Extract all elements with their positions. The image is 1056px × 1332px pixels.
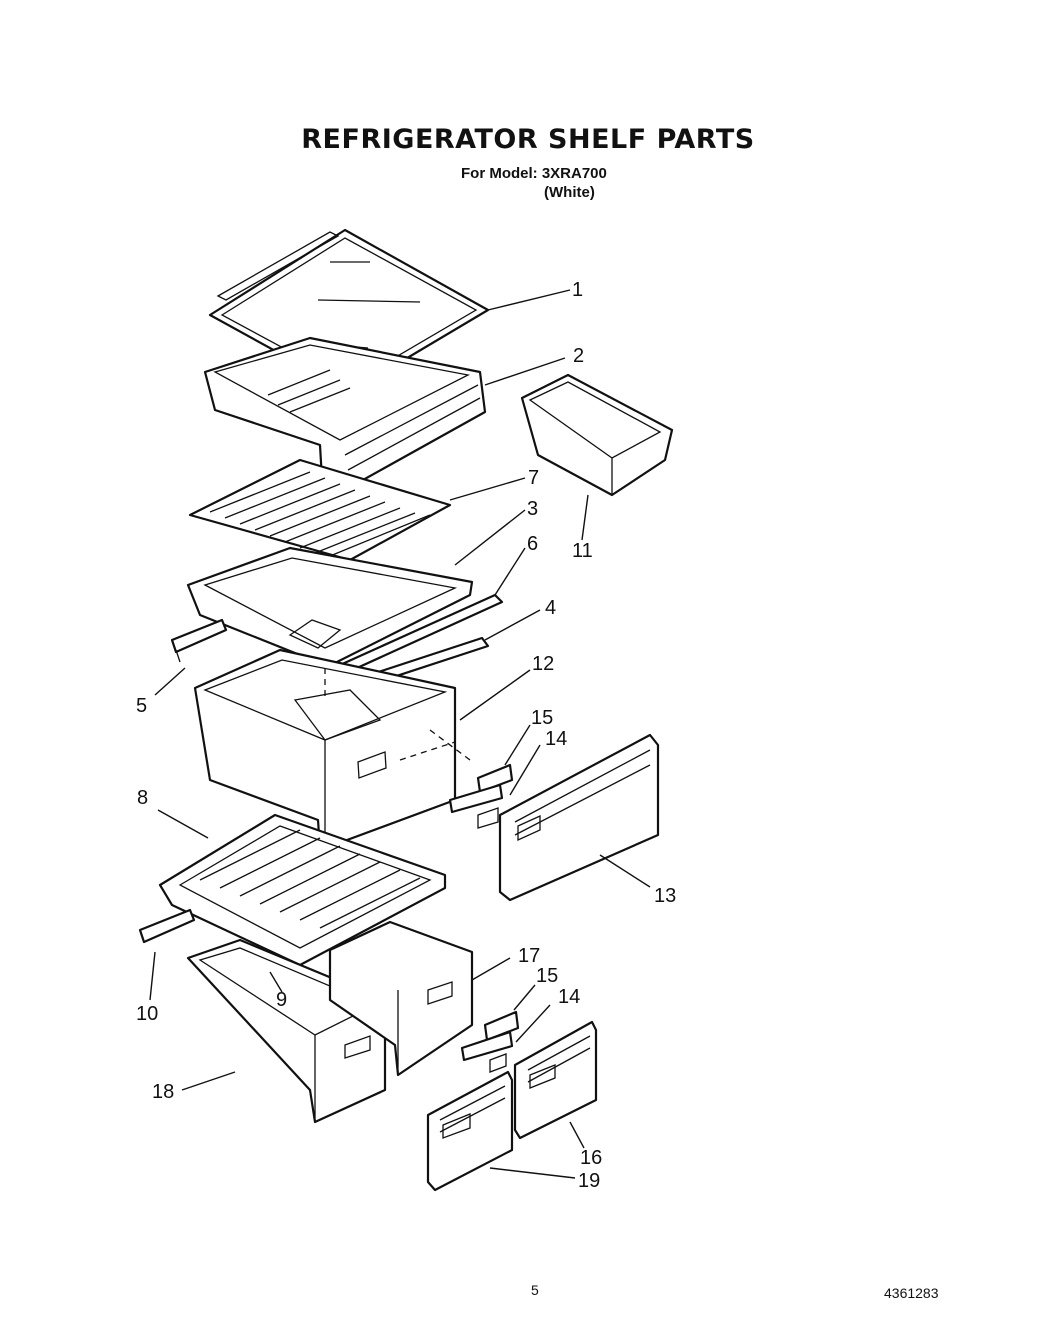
part-3-shelf-frame — [186, 546, 474, 670]
callout-11: 11 — [572, 540, 593, 562]
callout-7: 7 — [528, 467, 539, 489]
part-12-crisper-drawer — [193, 648, 457, 852]
part-15-slide-lower — [483, 1010, 520, 1042]
part-16-drawer-front — [513, 1020, 598, 1140]
page-number: 5 — [531, 1282, 539, 1298]
callout-14-upper: 14 — [545, 728, 567, 750]
part-14-slide-upper — [448, 783, 504, 829]
model-label: For Model: 3XRA700 — [461, 165, 607, 182]
callout-15-lower: 15 — [536, 965, 558, 987]
part-19-drawer-front — [426, 1070, 514, 1192]
callout-2: 2 — [573, 345, 584, 367]
part-17-lower-drawer — [328, 920, 474, 1077]
callout-18: 18 — [152, 1081, 174, 1103]
callout-5: 5 — [136, 695, 147, 717]
callout-19: 19 — [578, 1170, 600, 1192]
color-label: (White) — [544, 184, 595, 201]
part-11-dairy-bin — [520, 373, 674, 497]
callout-14-lower: 14 — [558, 986, 580, 1008]
callout-10: 10 — [136, 1003, 158, 1025]
callout-1: 1 — [572, 279, 583, 301]
part-8-lower-shelf — [158, 813, 447, 967]
callout-16: 16 — [580, 1147, 602, 1169]
document-number: 4361283 — [884, 1285, 939, 1301]
leader-lines — [149, 289, 651, 1179]
callout-6: 6 — [527, 533, 538, 555]
part-14-slide-lower — [460, 1030, 514, 1073]
part-2-crisper-cover — [203, 336, 487, 492]
callout-3: 3 — [527, 498, 538, 520]
page-title: REFRIGERATOR SHELF PARTS — [301, 124, 755, 155]
callout-13: 13 — [654, 885, 676, 907]
part-13-drawer-front — [498, 733, 660, 902]
part-15-slide-upper — [476, 763, 514, 794]
callout-15-upper: 15 — [531, 707, 553, 729]
part-10-slide-lower — [138, 908, 196, 944]
part-5-side-slide — [170, 618, 228, 663]
callout-8: 8 — [137, 787, 148, 809]
callout-9: 9 — [276, 989, 287, 1011]
callout-4: 4 — [545, 597, 556, 619]
callout-17: 17 — [518, 945, 540, 967]
callout-12: 12 — [532, 653, 554, 675]
part-7-shelf-insert — [188, 458, 452, 562]
